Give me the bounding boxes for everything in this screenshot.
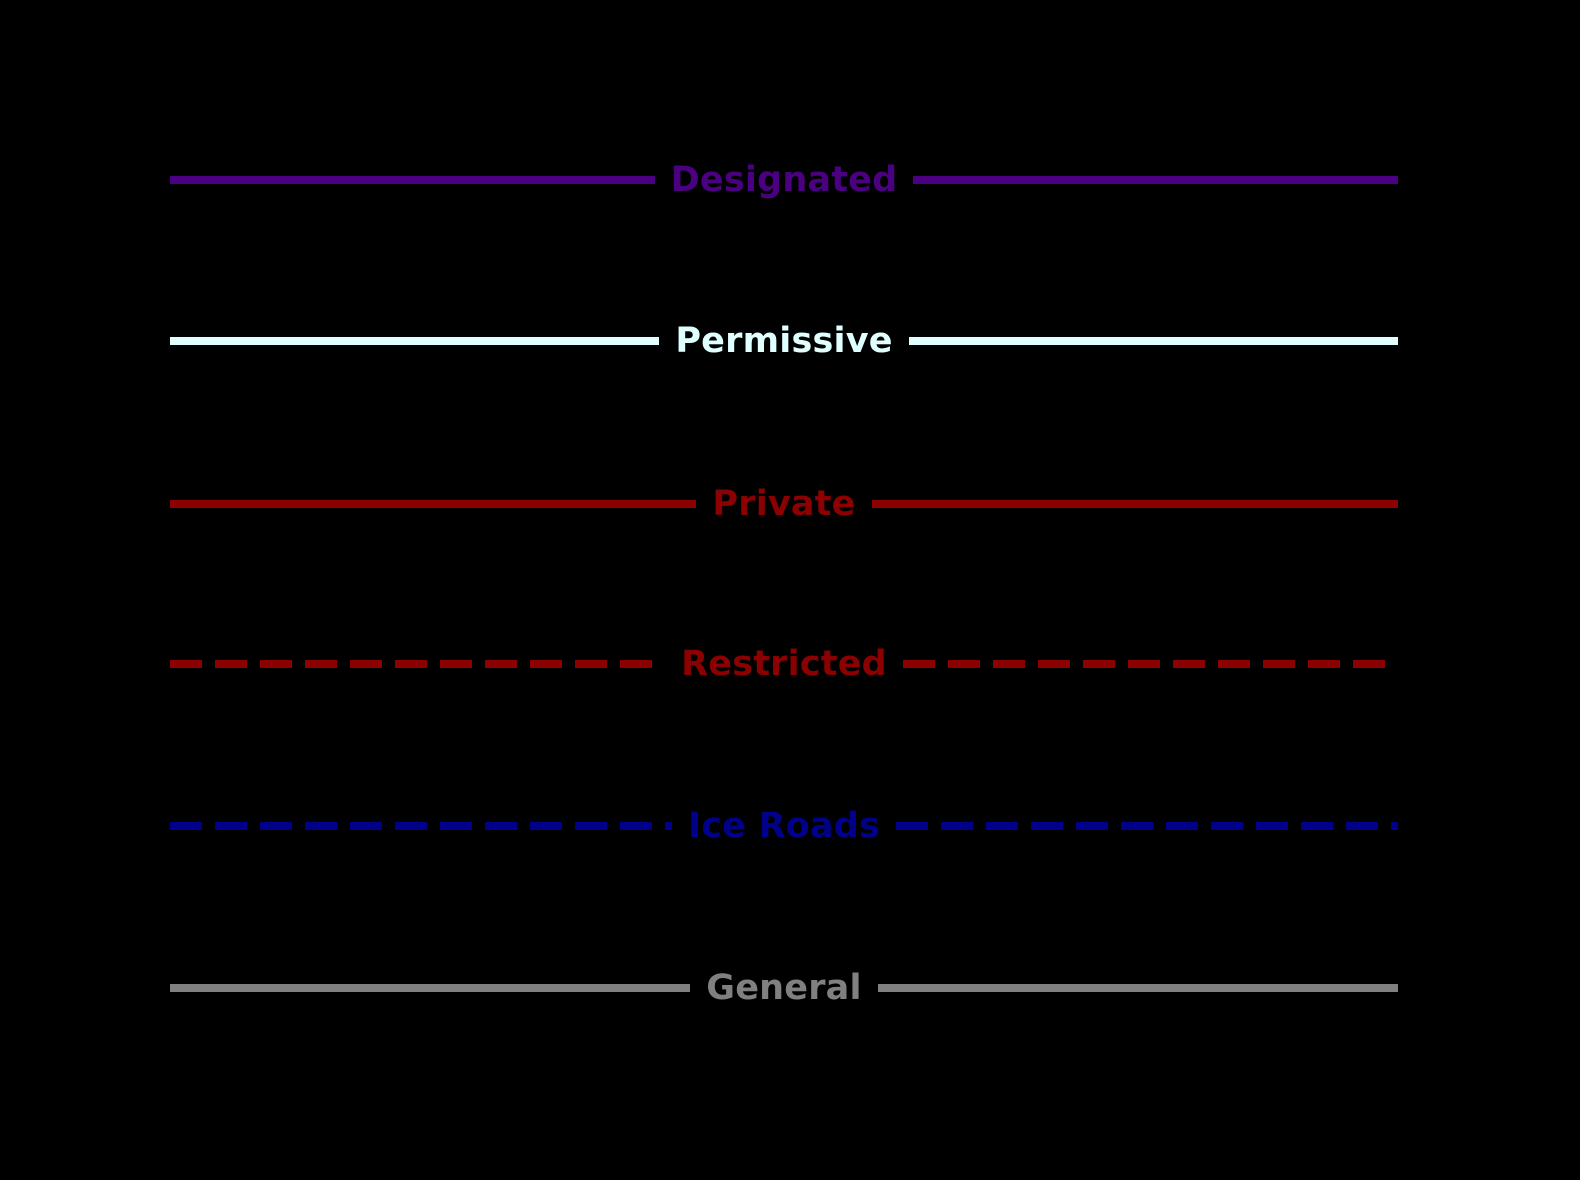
legend-line-left xyxy=(170,176,655,184)
legend-line-left xyxy=(170,337,660,345)
legend-entry-restricted[interactable]: Restricted xyxy=(0,634,1580,694)
legend-line-right xyxy=(913,176,1399,184)
legend-line-left xyxy=(170,500,697,508)
legend-label: Ice Roads xyxy=(688,805,880,846)
legend-entry-private[interactable]: Private xyxy=(0,474,1580,534)
legend-line-right xyxy=(908,337,1398,345)
legend-label: Designated xyxy=(670,159,898,200)
legend-line-left xyxy=(170,822,672,830)
legend-label: General xyxy=(706,967,862,1008)
legend-line-left xyxy=(170,660,666,668)
legend-label: Restricted xyxy=(681,643,887,684)
legend-line-right xyxy=(902,660,1398,668)
legend-label: Private xyxy=(712,483,856,524)
legend-line-right xyxy=(871,500,1398,508)
legend-line-left xyxy=(170,984,691,992)
legend-line-right xyxy=(896,822,1398,830)
legend-label: Permissive xyxy=(675,320,893,361)
legend-entry-permissive[interactable]: Permissive xyxy=(0,311,1580,371)
legend-entry-designated[interactable]: Designated xyxy=(0,150,1580,210)
legend-entry-ice-roads[interactable]: Ice Roads xyxy=(0,796,1580,856)
legend-entry-general[interactable]: General xyxy=(0,958,1580,1018)
legend-line-right xyxy=(877,984,1398,992)
